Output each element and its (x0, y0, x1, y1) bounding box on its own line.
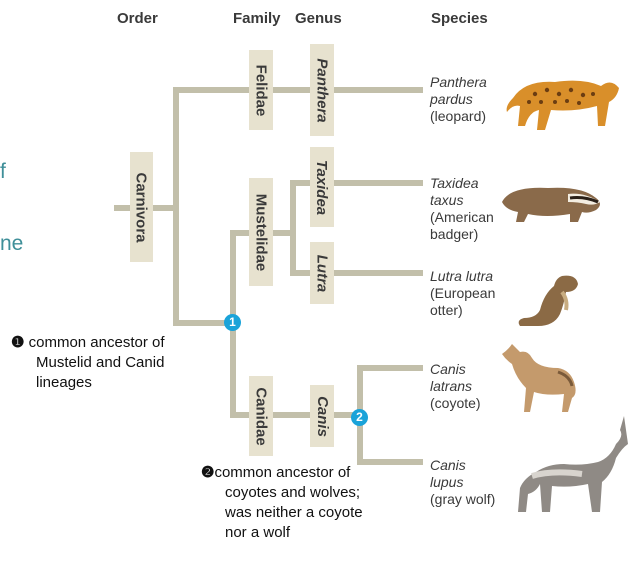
note-ancestor-2: ❷common ancestor of coyotes and wolves; … (201, 463, 363, 543)
otter-icon (514, 270, 590, 330)
species-otter: Lutra lutra (European otter) (430, 268, 495, 319)
species-common-name: (leopard) (430, 108, 487, 125)
species-badger: Taxidea taxus (American badger) (430, 175, 494, 243)
genus-label-panthera: Panthera (310, 44, 334, 136)
ancestor-badge-2: 2 (351, 409, 368, 426)
wolf-icon (512, 414, 628, 516)
genus-label-text: Lutra (314, 254, 331, 292)
species-common-name: (European (430, 285, 495, 302)
species-common-name: badger) (430, 226, 494, 243)
genus-label-text: Taxidea (314, 159, 331, 214)
family-label-felidae: Felidae (249, 50, 273, 130)
species-scientific-name: lupus (430, 474, 495, 491)
species-common-name: (gray wolf) (430, 491, 495, 508)
note-line: coyotes and wolves; (201, 483, 363, 503)
order-label-text: Carnivora (133, 172, 150, 242)
note-number-marker: ❷ (201, 464, 214, 481)
order-label-carnivora: Carnivora (130, 152, 153, 262)
species-gray-wolf: Canis lupus (gray wolf) (430, 457, 495, 508)
note-line: common ancestor of (214, 464, 350, 481)
note-ancestor-1: ❶ common ancestor of Mustelid and Canid … (11, 333, 165, 393)
family-label-mustelidae: Mustelidae (249, 178, 273, 286)
ancestor-badge-1: 1 (224, 314, 241, 331)
species-scientific-name: taxus (430, 192, 494, 209)
species-scientific-name: pardus (430, 91, 487, 108)
genus-label-text: Panthera (314, 58, 331, 122)
leopard-icon (505, 68, 623, 136)
species-scientific-name: Lutra lutra (430, 268, 495, 285)
genus-label-taxidea: Taxidea (310, 147, 334, 227)
note-number-marker: ❶ (11, 334, 24, 351)
family-label-canidae: Canidae (249, 376, 273, 456)
species-leopard: Panthera pardus (leopard) (430, 74, 487, 125)
species-scientific-name: latrans (430, 378, 481, 395)
note-line: common ancestor of (29, 334, 165, 351)
note-line: nor a wolf (201, 523, 363, 543)
species-common-name: (coyote) (430, 395, 481, 412)
family-label-text: Mustelidae (253, 193, 270, 271)
note-line: Mustelid and Canid (11, 353, 165, 373)
species-scientific-name: Panthera (430, 74, 487, 91)
genus-label-canis: Canis (310, 385, 334, 447)
note-line: lineages (11, 373, 165, 393)
species-scientific-name: Canis (430, 361, 481, 378)
genus-label-text: Canis (314, 396, 331, 437)
note-line: was neither a coyote (201, 503, 363, 523)
species-scientific-name: Canis (430, 457, 495, 474)
species-common-name: (American (430, 209, 494, 226)
badger-icon (498, 180, 604, 226)
species-coyote: Canis latrans (coyote) (430, 361, 481, 412)
species-common-name: otter) (430, 302, 495, 319)
coyote-icon (498, 338, 580, 416)
species-scientific-name: Taxidea (430, 175, 494, 192)
genus-label-lutra: Lutra (310, 242, 334, 304)
family-label-text: Canidae (253, 387, 270, 445)
family-label-text: Felidae (253, 64, 270, 116)
